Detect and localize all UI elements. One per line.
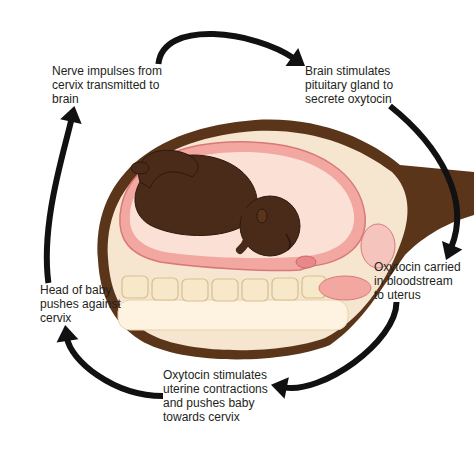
- step-text: Oxytocin carried in bloodstream to uteru…: [374, 260, 464, 302]
- fetus: [131, 150, 300, 256]
- step-label: Brain stimulates pituitary gland to secr…: [305, 64, 405, 106]
- uterus-wall: [120, 142, 365, 271]
- arrow-head: [57, 325, 79, 342]
- cycle-arrow: [47, 106, 82, 283]
- step-label: Oxytocin carried in bloodstream to uteru…: [374, 260, 464, 302]
- step-text: Head of baby pushes against cervix: [40, 283, 124, 325]
- arrow-head: [271, 377, 289, 399]
- step-text: Brain stimulates pituitary gland to secr…: [305, 64, 405, 106]
- arrow-line: [390, 106, 457, 248]
- arrow-head: [286, 48, 305, 66]
- arrow-line: [67, 338, 163, 396]
- vertebra: [182, 279, 208, 301]
- cycle-arrow: [271, 302, 397, 399]
- arrow-head: [60, 106, 81, 124]
- cycle-arrow: [390, 106, 462, 260]
- step-label: Oxytocin stimulates uterine contractions…: [163, 368, 271, 424]
- fetus-face: [286, 234, 290, 250]
- vertebra: [152, 278, 178, 300]
- pelvic-organ: [319, 276, 371, 300]
- arrow-line: [284, 302, 397, 388]
- body-tissue: [108, 131, 408, 350]
- arrow-line: [47, 119, 72, 283]
- cycle-arrow: [158, 34, 305, 66]
- vertebra: [212, 279, 238, 301]
- fetus-foot: [131, 162, 149, 174]
- spine: [122, 276, 326, 301]
- cycle-arrow: [57, 325, 163, 396]
- vertebra: [242, 279, 268, 301]
- cervix: [296, 256, 316, 268]
- fetus-ear: [257, 209, 267, 223]
- vertebra: [122, 276, 148, 298]
- step-text: Oxytocin stimulates uterine contractions…: [163, 368, 271, 424]
- vertebra: [272, 278, 298, 300]
- arrow-line: [158, 34, 294, 64]
- step-label: Head of baby pushes against cervix: [40, 283, 124, 325]
- back-band: [118, 300, 348, 330]
- step-text: Nerve impulses from cervix transmitted t…: [52, 64, 164, 106]
- fetus-arm: [232, 200, 249, 250]
- step-label: Nerve impulses from cervix transmitted t…: [52, 64, 164, 106]
- arrow-head: [442, 241, 462, 260]
- body-skin: [98, 120, 474, 360]
